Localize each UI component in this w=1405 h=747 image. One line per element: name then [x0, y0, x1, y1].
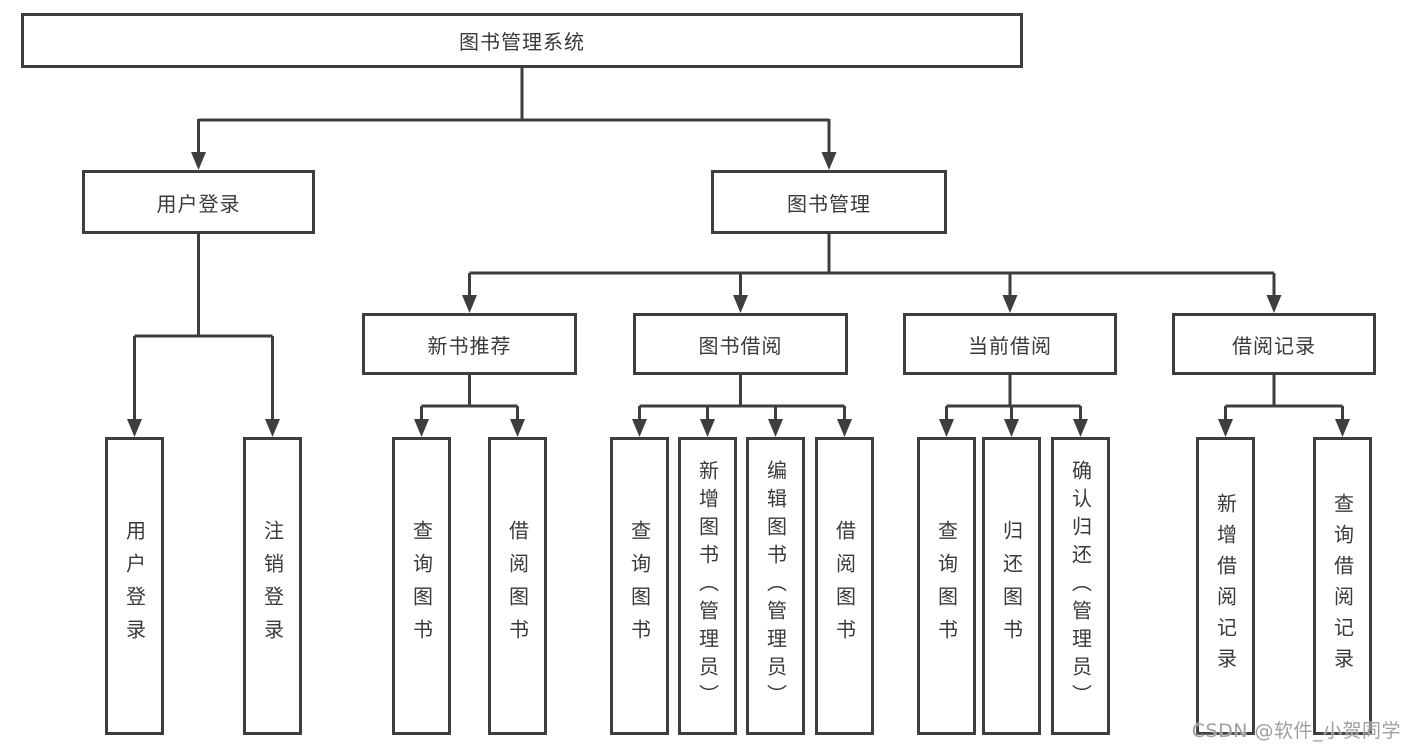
leaf-add-borrow-record: 新增借阅记录 [1196, 437, 1255, 735]
node-label: 编辑图书（管理员） [763, 460, 788, 712]
node-label: 确认归还（管理员） [1068, 460, 1093, 712]
arrowhead-down [1266, 295, 1282, 313]
node-book-management: 图书管理 [711, 170, 947, 234]
arrowhead-down [414, 419, 429, 437]
connector-borrowpage-to-leaves [632, 375, 852, 437]
arrowhead-down [1002, 295, 1018, 313]
node-label: 查询图书 [934, 520, 959, 652]
arrowhead-down [700, 419, 715, 437]
node-label: 新增图书（管理员） [695, 460, 720, 712]
node-label: 用户登录 [122, 520, 147, 652]
leaf-borrow-books-borrowpage: 借阅图书 [815, 437, 874, 735]
leaf-query-borrow-record: 查询借阅记录 [1313, 437, 1372, 735]
node-label: 图书管理 [787, 191, 871, 216]
leaf-query-books-current: 查询图书 [917, 437, 976, 735]
connector-login-to-leaves [127, 234, 280, 437]
node-borrow-records: 借阅记录 [1172, 313, 1376, 375]
arrowhead-down [265, 419, 280, 437]
connector-records-to-leaves [1218, 375, 1350, 437]
node-user-login: 用户登录 [82, 170, 315, 234]
node-label: 注销登录 [260, 520, 285, 652]
arrowhead-down [939, 419, 954, 437]
connector-recommend-to-leaves [414, 375, 525, 437]
arrowhead-down [510, 419, 525, 437]
arrowhead-down [1004, 419, 1019, 437]
arrowhead-down [1073, 419, 1088, 437]
node-label: 新书推荐 [427, 333, 512, 358]
node-label: 当前借阅 [968, 333, 1052, 358]
leaf-query-books-borrowpage: 查询图书 [610, 437, 669, 735]
node-label: 图书管理系统 [459, 30, 585, 54]
arrowhead-down [191, 152, 206, 170]
leaf-logout: 注销登录 [243, 437, 302, 735]
node-book-borrow-page: 图书借阅 [633, 313, 848, 375]
node-label: 用户登录 [156, 191, 241, 216]
node-label: 查询图书 [409, 520, 434, 652]
node-label: 查询借阅记录 [1330, 493, 1355, 679]
connector-current-to-leaves [939, 375, 1088, 437]
node-label: 图书借阅 [698, 333, 783, 358]
arrowhead-down [768, 419, 783, 437]
leaf-add-books-admin: 新增图书（管理员） [678, 437, 737, 735]
node-label: 查询图书 [627, 520, 652, 652]
arrowhead-down [1218, 419, 1233, 437]
node-label: 新增借阅记录 [1213, 493, 1238, 679]
arrowhead-down [462, 295, 477, 313]
node-root-library-system: 图书管理系统 [21, 13, 1023, 68]
connector-root-to-level2 [191, 68, 837, 170]
arrowhead-down [837, 419, 852, 437]
leaf-borrow-books-recommend: 借阅图书 [488, 437, 547, 735]
arrowhead-down [1335, 419, 1350, 437]
leaf-edit-books-admin: 编辑图书（管理员） [746, 437, 805, 735]
leaf-return-books: 归还图书 [982, 437, 1041, 735]
arrowhead-down [733, 295, 748, 313]
arrowhead-down [632, 419, 647, 437]
node-current-borrow: 当前借阅 [903, 313, 1117, 375]
node-label: 借阅记录 [1232, 333, 1316, 358]
arrowhead-down [127, 419, 142, 437]
arrowhead-down [821, 152, 837, 170]
node-new-book-recommend: 新书推荐 [362, 313, 577, 375]
node-label: 归还图书 [999, 520, 1024, 652]
connector-management-to-level3 [462, 234, 1282, 313]
node-label: 借阅图书 [505, 520, 530, 652]
leaf-confirm-return-admin: 确认归还（管理员） [1051, 437, 1110, 735]
leaf-user-login: 用户登录 [105, 437, 164, 735]
leaf-query-books-recommend: 查询图书 [392, 437, 451, 735]
node-label: 借阅图书 [832, 520, 857, 652]
csdn-watermark: CSDN @软件_小贺同学 [1191, 720, 1401, 742]
